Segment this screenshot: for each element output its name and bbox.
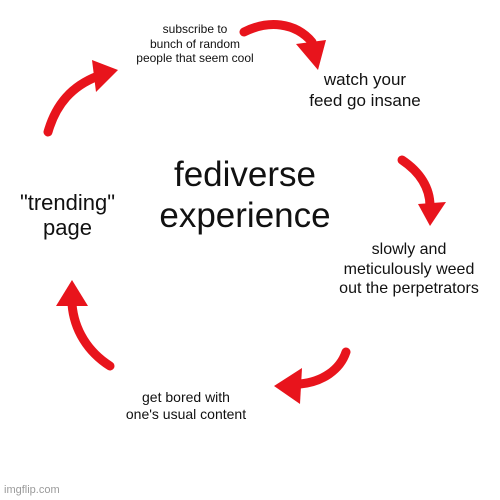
center-title: fediverse experience bbox=[159, 155, 331, 236]
arrow-top-right-icon bbox=[239, 20, 326, 70]
arrow-top-left-icon bbox=[43, 60, 118, 137]
step-trending-page: "trending" page bbox=[19, 190, 116, 241]
step-weed-out: slowly and meticulously weed out the per… bbox=[339, 241, 479, 298]
step-watch-feed: watch your feed go insane bbox=[309, 70, 421, 110]
arrow-right-icon bbox=[397, 155, 446, 226]
step-subscribe: subscribe to bunch of random people that… bbox=[136, 22, 254, 66]
arrow-bottom-right-icon bbox=[274, 347, 351, 404]
watermark: imgflip.com bbox=[4, 484, 60, 496]
arrow-bottom-left-icon bbox=[56, 280, 115, 371]
step-get-bored: get bored with one's usual content bbox=[125, 389, 247, 423]
